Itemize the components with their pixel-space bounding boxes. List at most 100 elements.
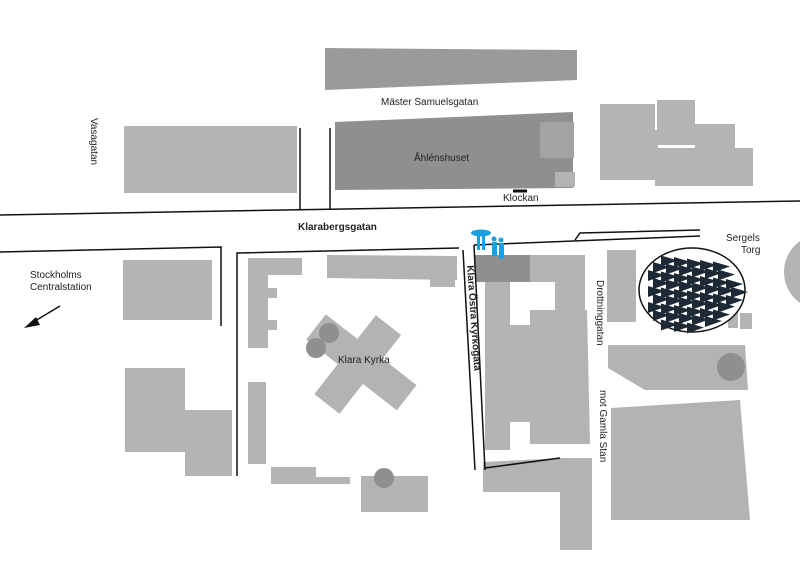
triangle-pattern xyxy=(648,255,748,334)
triangle-mark xyxy=(726,279,743,290)
building xyxy=(510,325,533,422)
triangle-mark xyxy=(731,287,748,298)
triangle-mark xyxy=(692,282,709,294)
triangle-mark xyxy=(700,260,717,271)
building-label-ahlenshuset: Åhlénshuset xyxy=(414,153,470,164)
street-label-master-samuelsgatan: Mäster Samuelsgatan xyxy=(381,97,479,108)
triangle-mark xyxy=(661,271,678,283)
building xyxy=(530,255,585,282)
building xyxy=(655,148,753,186)
triangle-mark xyxy=(713,261,730,273)
triangle-mark xyxy=(674,273,691,284)
street-label-vasagatan: Vasagatan xyxy=(88,118,99,166)
building xyxy=(248,382,266,464)
triangle-mark xyxy=(674,289,691,300)
streets xyxy=(0,128,800,476)
triangle-mark xyxy=(692,298,709,310)
tower xyxy=(374,468,394,488)
building xyxy=(248,275,268,348)
triangle-mark xyxy=(648,286,665,297)
building xyxy=(124,126,297,193)
triangle-mark xyxy=(718,285,735,297)
building-label-klara-kyrka: Klara Kyrka xyxy=(338,355,390,366)
triangle-mark xyxy=(700,292,717,303)
triangle-mark xyxy=(666,295,683,307)
arrow-icon xyxy=(24,317,40,328)
triangle-mark xyxy=(726,295,743,306)
label-centralstation: Centralstation xyxy=(30,282,92,293)
triangle-mark xyxy=(705,316,722,327)
building xyxy=(608,345,748,390)
triangle-mark xyxy=(679,265,696,276)
building xyxy=(475,255,530,282)
street-label-drottninggatan: Drottninggatan xyxy=(594,280,605,346)
landmark-label-klockan: Klockan xyxy=(503,193,539,204)
triangle-mark xyxy=(687,274,704,286)
building xyxy=(540,122,574,158)
building xyxy=(123,260,212,320)
building xyxy=(607,250,636,322)
pedestrian-icon xyxy=(471,229,504,259)
building xyxy=(485,282,510,450)
building xyxy=(530,310,590,444)
building xyxy=(268,320,277,330)
building xyxy=(327,255,457,280)
triangle-mark xyxy=(679,313,696,324)
tower xyxy=(717,353,745,381)
street-label-klarabergsgatan: Klarabergsgatan xyxy=(298,222,377,233)
triangle-mark xyxy=(648,270,665,281)
triangle-mark xyxy=(700,308,717,319)
building-top-slab xyxy=(325,48,577,90)
building xyxy=(125,368,185,452)
building xyxy=(657,100,695,145)
triangle-mark xyxy=(674,321,691,332)
building xyxy=(430,265,455,287)
triangle-mark xyxy=(700,276,717,287)
triangle-mark xyxy=(713,277,730,289)
building xyxy=(248,258,302,275)
triangle-mark xyxy=(661,319,678,331)
triangle-mark xyxy=(674,257,691,268)
label-mot-gamla-stan: mot Gamla Stan xyxy=(597,390,608,463)
building xyxy=(268,288,277,298)
triangle-mark xyxy=(687,322,704,334)
buildings xyxy=(123,48,800,550)
building xyxy=(555,172,575,187)
triangle-mark xyxy=(653,278,670,289)
triangle-mark xyxy=(713,309,730,321)
triangle-mark xyxy=(692,314,709,326)
triangle-mark xyxy=(705,268,722,279)
building-round xyxy=(784,241,800,303)
triangle-mark xyxy=(674,305,691,316)
triangle-mark xyxy=(718,269,735,281)
triangle-mark xyxy=(666,279,683,291)
label-stockholms: Stockholms xyxy=(30,270,82,281)
tower xyxy=(319,323,339,343)
building xyxy=(483,458,565,492)
triangle-mark xyxy=(666,263,683,275)
triangle-mark xyxy=(653,310,670,321)
triangle-mark xyxy=(718,301,735,313)
triangle-mark xyxy=(666,311,683,323)
building xyxy=(316,477,350,484)
building xyxy=(620,130,658,180)
triangle-mark xyxy=(687,290,704,302)
triangle-mark xyxy=(692,266,709,278)
triangle-mark xyxy=(653,294,670,305)
building xyxy=(185,410,232,476)
triangle-mark xyxy=(687,258,704,270)
building xyxy=(555,282,585,310)
triangle-mark xyxy=(679,297,696,308)
building xyxy=(560,458,592,550)
triangle-mark xyxy=(713,293,730,305)
building xyxy=(611,400,750,520)
place-label-sergels: Sergels xyxy=(726,233,760,244)
building-ahlenshuset xyxy=(335,112,573,190)
triangle-mark xyxy=(705,300,722,311)
triangle-mark xyxy=(653,262,670,273)
tower xyxy=(306,338,326,358)
building xyxy=(740,313,752,329)
triangle-mark xyxy=(661,255,678,267)
